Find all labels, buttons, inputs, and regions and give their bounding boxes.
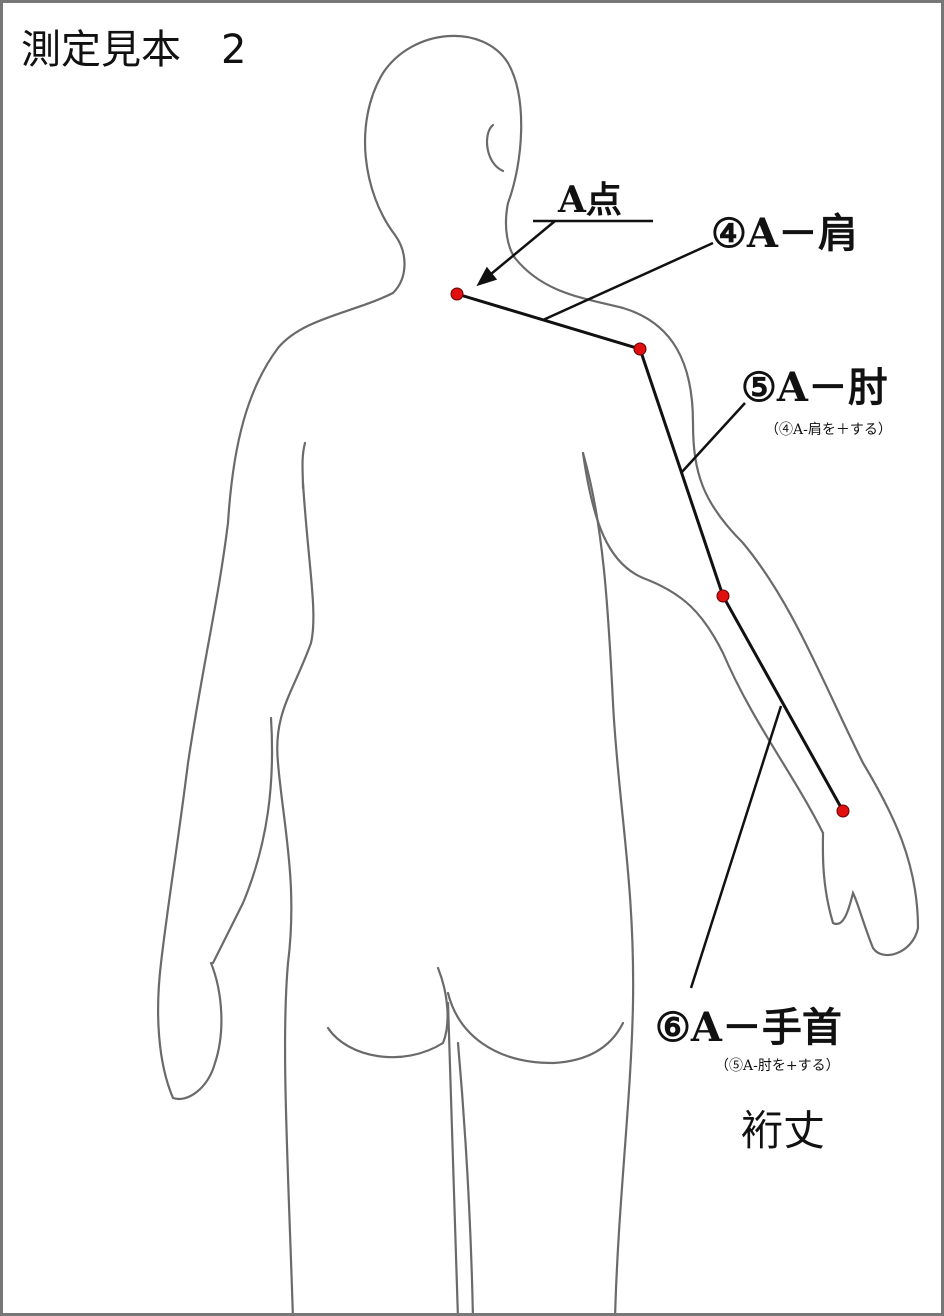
- body-figure: [157, 34, 920, 1313]
- left-torso: [276, 481, 315, 1313]
- a-point-arrow-line: [484, 220, 556, 280]
- left-arm-inner: [211, 716, 274, 965]
- wrist-note: （⑤A-肘を+する）: [715, 1058, 840, 1074]
- body-outline: [157, 34, 920, 1313]
- leader-lines: [476, 219, 783, 989]
- right-arm-outer: [513, 256, 920, 957]
- wrist-label: ⑥A－手首: [655, 1004, 842, 1051]
- point-a: [450, 287, 464, 301]
- wrist-leader: [689, 705, 783, 989]
- elbow-note: （④A-肩を＋する）: [765, 422, 892, 438]
- elbow-leader: [680, 402, 746, 474]
- page-title: 測定見本 2: [21, 27, 247, 73]
- head-outline: [363, 34, 523, 260]
- point-wrist: [836, 804, 850, 818]
- shoulder-blade-mark: [301, 441, 307, 490]
- shoulder-leader: [542, 241, 714, 322]
- left-arm-outer: [157, 233, 406, 1101]
- measurement-name: 裄丈: [741, 1106, 826, 1155]
- left-buttock: [326, 966, 449, 1059]
- shoulder-label: ④A－肩: [711, 210, 858, 257]
- measurement-points: [450, 287, 850, 818]
- ear-outline: [485, 123, 505, 173]
- point-shoulder: [633, 342, 647, 356]
- right-torso: [581, 451, 635, 1313]
- a-point-label: A点: [558, 179, 622, 221]
- arrow-head-icon: [476, 266, 498, 287]
- right-buttock: [446, 991, 625, 1065]
- right-leg-inner: [456, 1041, 474, 1313]
- elbow-label: ⑤A－肘: [741, 364, 888, 411]
- left-leg-inner: [446, 1001, 459, 1313]
- point-elbow: [716, 589, 730, 603]
- right-arm-inner: [581, 451, 825, 835]
